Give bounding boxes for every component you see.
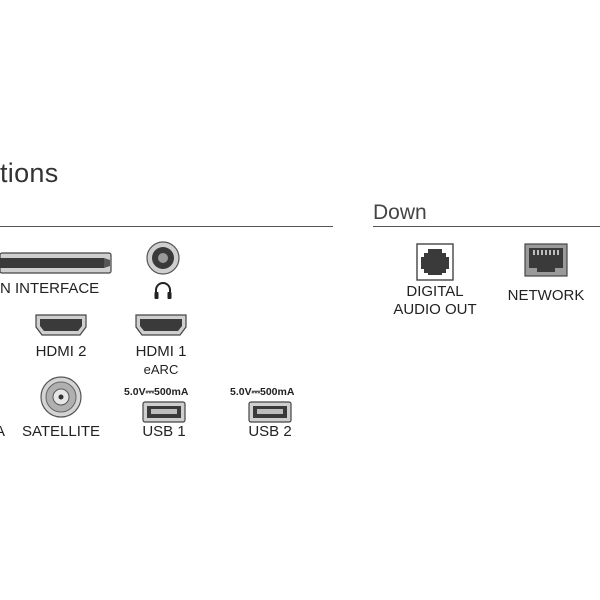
usb1-label: USB 1 — [142, 423, 186, 440]
usb2-spec-label: 5.0V⎓500mA — [230, 386, 295, 398]
headphone-jack-icon — [145, 240, 181, 276]
hdmi2-label: HDMI 2 — [35, 343, 87, 360]
hdmi1-port-icon — [134, 313, 188, 337]
optical-port-icon — [416, 243, 454, 281]
headphones-icon — [152, 279, 174, 301]
hdmi1-earc-label: eARC — [143, 362, 179, 377]
usb2-label: USB 2 — [248, 423, 292, 440]
network-label: NETWORK — [507, 287, 585, 304]
usb1-spec-label: 5.0V⎓500mA — [124, 386, 189, 398]
satellite-connector-icon — [39, 375, 83, 419]
section-rule-left — [0, 226, 333, 227]
section-rule-down — [373, 226, 600, 227]
section-label-down: Down — [373, 201, 427, 224]
usb2-port-icon — [248, 401, 292, 423]
satellite-label: SATELLITE — [21, 423, 101, 440]
digital-audio-label-line2: AUDIO OUT — [393, 301, 477, 318]
ci-interface-label: N INTERFACE — [0, 280, 100, 297]
hdmi2-port-icon — [34, 313, 88, 337]
ci-slot-icon — [0, 252, 112, 274]
partial-port-label: A — [0, 423, 6, 441]
ethernet-port-icon — [524, 243, 568, 277]
section-title: tions — [0, 158, 59, 188]
hdmi1-label: HDMI 1 — [135, 343, 187, 360]
digital-audio-label-line1: DIGITAL — [406, 283, 464, 300]
usb1-port-icon — [142, 401, 186, 423]
